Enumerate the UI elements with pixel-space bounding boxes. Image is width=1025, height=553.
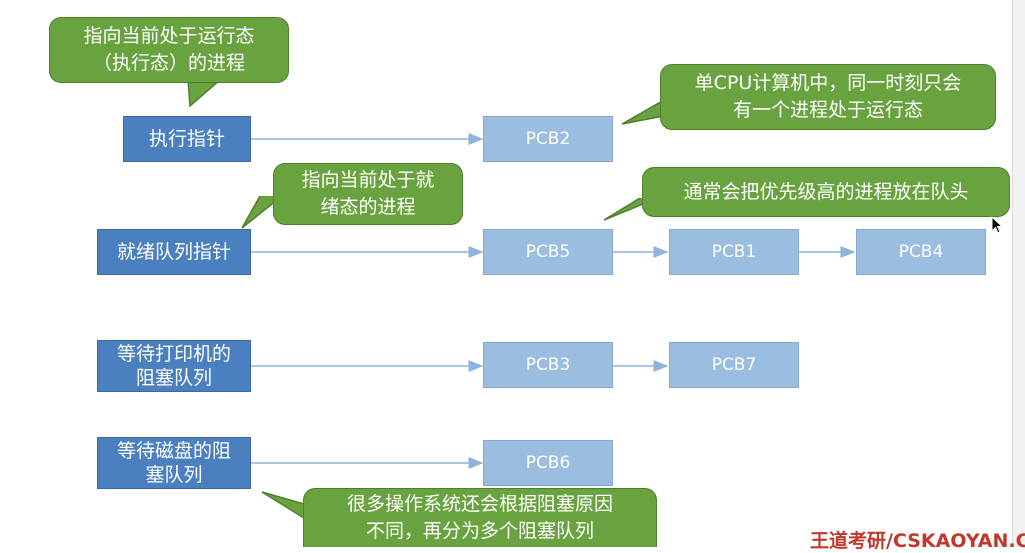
pcb4-box: PCB4 [856,229,986,275]
blocked-queues-callout: 很多操作系统还会根据阻塞原因 不同，再分为多个阻塞队列 [303,488,657,547]
pcb7-box: PCB7 [669,342,799,388]
blocked-note-tail [261,491,308,520]
running-note-line2: （执行态）的进程 [92,52,245,74]
disk-wait-queue-box: 等待磁盘的阻 塞队列 [97,437,251,489]
single-cpu-note-line2: 有一个进程处于运行态 [732,99,923,121]
pcb5-box: PCB5 [483,229,613,275]
ready-note-tail [241,196,284,229]
ready-pointer-callout: 指向当前处于就 绪态的进程 [273,163,463,225]
blocked-note-line2: 不同，再分为多个阻塞队列 [365,520,594,542]
watermark: 王道考研/CSKAOYAN.COM [810,530,1025,552]
running-note-tail [187,80,222,108]
pcb1-box: PCB1 [669,229,799,275]
running-pointer-label: 执行指针 [148,128,225,150]
printer-wait-queue-line1: 等待打印机的 [116,343,231,365]
pcb6-box: PCB6 [483,440,613,486]
running-pointer-callout: 指向当前处于运行态 （执行态）的进程 [49,17,289,83]
single-cpu-note-line1: 单CPU计算机中，同一时刻只会 [694,72,962,94]
blocked-note-line1: 很多操作系统还会根据阻塞原因 [346,493,613,515]
running-note-line1: 指向当前处于运行态 [83,25,255,47]
ready-note-line2: 绪态的进程 [320,196,416,218]
ready-queue-pointer-box: 就绪队列指针 [97,229,251,275]
running-pointer-box: 执行指针 [123,116,251,162]
window-edge [1012,0,1025,547]
pcb2-box: PCB2 [483,116,613,162]
disk-wait-queue-line2: 塞队列 [145,464,203,486]
priority-callout: 通常会把优先级高的进程放在队头 [642,167,1010,217]
priority-note-line1: 通常会把优先级高的进程放在队头 [683,180,969,203]
ready-note-line1: 指向当前处于就 [301,169,435,191]
single-cpu-callout: 单CPU计算机中，同一时刻只会 有一个进程处于运行态 [660,64,996,130]
disk-wait-queue-line1: 等待磁盘的阻 [116,440,231,462]
printer-wait-queue-line2: 阻塞队列 [135,367,212,389]
pcb3-box: PCB3 [483,342,613,388]
printer-wait-queue-box: 等待打印机的 阻塞队列 [97,340,251,392]
ready-queue-pointer-label: 就绪队列指针 [116,241,231,263]
mouse-cursor-icon [991,216,1004,234]
